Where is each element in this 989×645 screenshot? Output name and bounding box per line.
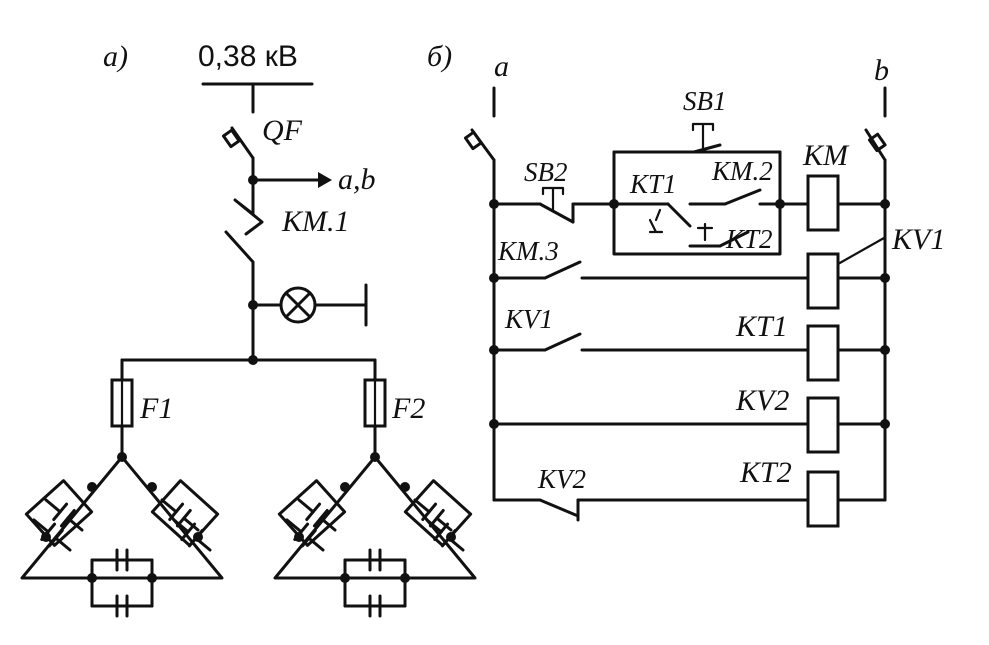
kv2-coil-label: KV2 — [735, 384, 789, 417]
bus-b-label: b — [874, 54, 889, 87]
tap-arrow-icon — [318, 172, 332, 188]
breaker-qf — [221, 126, 255, 216]
kt1-coil — [806, 324, 840, 382]
contactor-km1 — [224, 198, 264, 362]
right-bus — [836, 86, 887, 502]
kv1-contact — [492, 332, 810, 352]
sb1-label: SB1 — [683, 86, 727, 116]
kt2-contact — [688, 222, 750, 248]
capacitor-bank-left — [20, 452, 224, 618]
sb2-button — [538, 186, 575, 224]
kv1-contact-label: KV1 — [504, 304, 553, 334]
kv2-contact — [538, 498, 810, 522]
kt2-coil — [806, 470, 840, 528]
kv1-coil — [806, 252, 840, 310]
sb1-button — [612, 122, 722, 154]
breaker-label: QF — [262, 114, 303, 147]
kt1-contact — [612, 202, 692, 234]
kv1-coil-label: KV1 — [891, 223, 945, 256]
tap-label: a,b — [338, 163, 376, 196]
km2-contact — [688, 188, 782, 206]
kt1-coil-label: KT1 — [735, 310, 788, 343]
lamp-icon — [279, 286, 317, 324]
kt2-contact-label: KT2 — [725, 224, 773, 254]
kv2-coil — [806, 396, 840, 454]
contactor-label: KM.1 — [281, 205, 350, 238]
km2-label: KM.2 — [711, 156, 773, 186]
fuse-f1-label: F1 — [139, 392, 173, 425]
kt1-contact-label: KT1 — [629, 169, 677, 199]
panel-b-tag: б) — [427, 40, 452, 73]
km-coil — [806, 174, 840, 232]
bus-a-label: a — [494, 50, 509, 83]
panel-b: б) a b SB2 — [427, 40, 945, 528]
panel-a: a) 0,38 кВ QF a,b KM.1 — [20, 40, 477, 618]
left-bus — [463, 86, 542, 502]
km3-label: KM.3 — [497, 236, 559, 266]
km-coil-label: KM — [802, 139, 850, 172]
voltage-label: 0,38 кВ — [198, 40, 298, 73]
sb2-label: SB2 — [524, 157, 568, 187]
panel-a-tag: a) — [103, 40, 128, 73]
capacitor-bank-right — [273, 452, 477, 618]
kt2-coil-label: KT2 — [739, 456, 792, 489]
kv2-contact-label: KV2 — [537, 464, 586, 494]
fuse-f2-label: F2 — [391, 392, 425, 425]
km3-contact — [492, 260, 810, 280]
